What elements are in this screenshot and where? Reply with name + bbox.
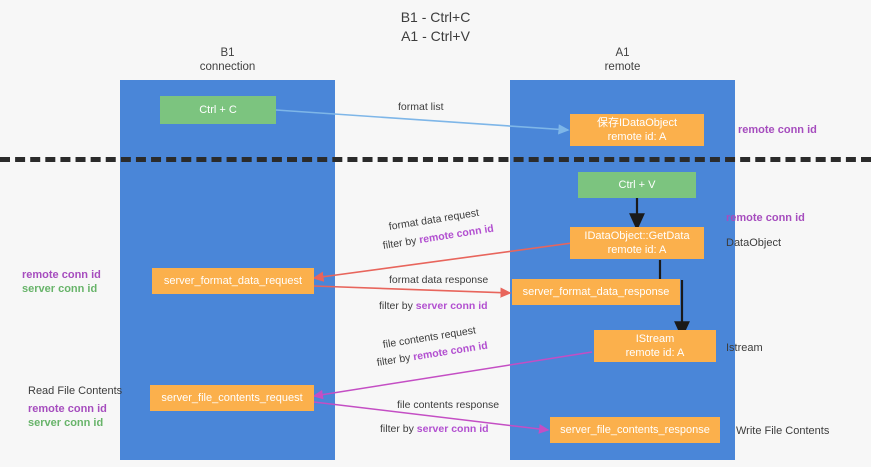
right-label-remote-conn-id-top: remote conn id — [738, 124, 817, 136]
left-label-remote-conn-id-2: remote conn id — [28, 403, 107, 415]
box-idataobject-getdata-line1: IDataObject::GetData — [584, 230, 690, 242]
filter-prefix: filter by — [381, 234, 421, 252]
right-label-write-file-contents: Write File Contents — [736, 425, 830, 437]
lane-header-b1: B1 connection — [120, 46, 335, 74]
filter-key-server-conn-id: server conn id — [416, 423, 489, 435]
box-server-file-contents-request[interactable]: server_file_contents_request — [150, 385, 314, 411]
box-istream-line1: IStream — [635, 333, 675, 345]
box-istream-line2: remote id: A — [625, 347, 685, 359]
filter-prefix: filter by — [380, 423, 417, 435]
flow-label-format-data-response-filter: filter by server conn id — [379, 299, 488, 314]
lane-header-b1-role: connection — [199, 61, 256, 73]
flow-label-format-data-response: format data response — [389, 274, 489, 286]
lane-header-b1-name: B1 — [220, 47, 235, 59]
box-server-format-data-response[interactable]: server_format_data_response — [512, 279, 680, 305]
filter-key-server-conn-id: server conn id — [415, 300, 488, 312]
phase-separator — [0, 157, 871, 162]
flow-label-format-list: format list — [398, 101, 444, 113]
left-label-read-file-contents: Read File Contents — [28, 385, 123, 397]
box-ctrl-c-line1: Ctrl + C — [199, 104, 237, 116]
box-save-idataobject-line1: 保存IDataObject — [596, 117, 678, 129]
box-istream[interactable]: IStream remote id: A — [594, 330, 716, 362]
filter-prefix: filter by — [379, 300, 416, 312]
left-label-server-conn-id-2: server conn id — [28, 417, 104, 429]
box-server-format-data-request[interactable]: server_format_data_request — [152, 268, 314, 294]
title-line-1: B1 - Ctrl+C — [400, 9, 471, 25]
title-line-2: A1 - Ctrl+V — [401, 28, 470, 44]
right-label-istream: Istream — [726, 342, 763, 354]
box-ctrl-v[interactable]: Ctrl + V — [578, 172, 696, 198]
box-server-format-data-request-label: server_format_data_request — [163, 275, 303, 287]
box-server-file-contents-response[interactable]: server_file_contents_response — [550, 417, 720, 443]
right-label-data-object: DataObject — [726, 237, 782, 249]
box-idataobject-getdata[interactable]: IDataObject::GetData remote id: A — [570, 227, 704, 259]
box-ctrl-c[interactable]: Ctrl + C — [160, 96, 276, 124]
right-label-remote-conn-id-mid: remote conn id — [726, 212, 805, 224]
box-idataobject-getdata-line2: remote id: A — [607, 244, 667, 256]
lane-header-a1-role: remote — [604, 61, 641, 73]
left-label-remote-conn-id-1: remote conn id — [22, 269, 101, 281]
box-save-idataobject[interactable]: 保存IDataObject remote id: A — [570, 114, 704, 146]
page-title: B1 - Ctrl+C A1 - Ctrl+V — [0, 8, 871, 46]
box-save-idataobject-line2: remote id: A — [607, 131, 667, 143]
box-ctrl-v-line1: Ctrl + V — [618, 179, 656, 191]
flow-label-file-contents-response: file contents response — [397, 399, 500, 411]
lane-header-a1: A1 remote — [510, 46, 735, 74]
flow-label-file-contents-response-filter: filter by server conn id — [380, 422, 489, 437]
box-server-file-contents-request-label: server_file_contents_request — [161, 392, 303, 404]
box-server-file-contents-response-label: server_file_contents_response — [560, 424, 710, 436]
left-label-server-conn-id-1: server conn id — [22, 283, 98, 295]
lane-header-a1-name: A1 — [615, 47, 630, 59]
box-server-format-data-response-label: server_format_data_response — [522, 286, 670, 298]
filter-prefix: filter by — [375, 351, 415, 369]
